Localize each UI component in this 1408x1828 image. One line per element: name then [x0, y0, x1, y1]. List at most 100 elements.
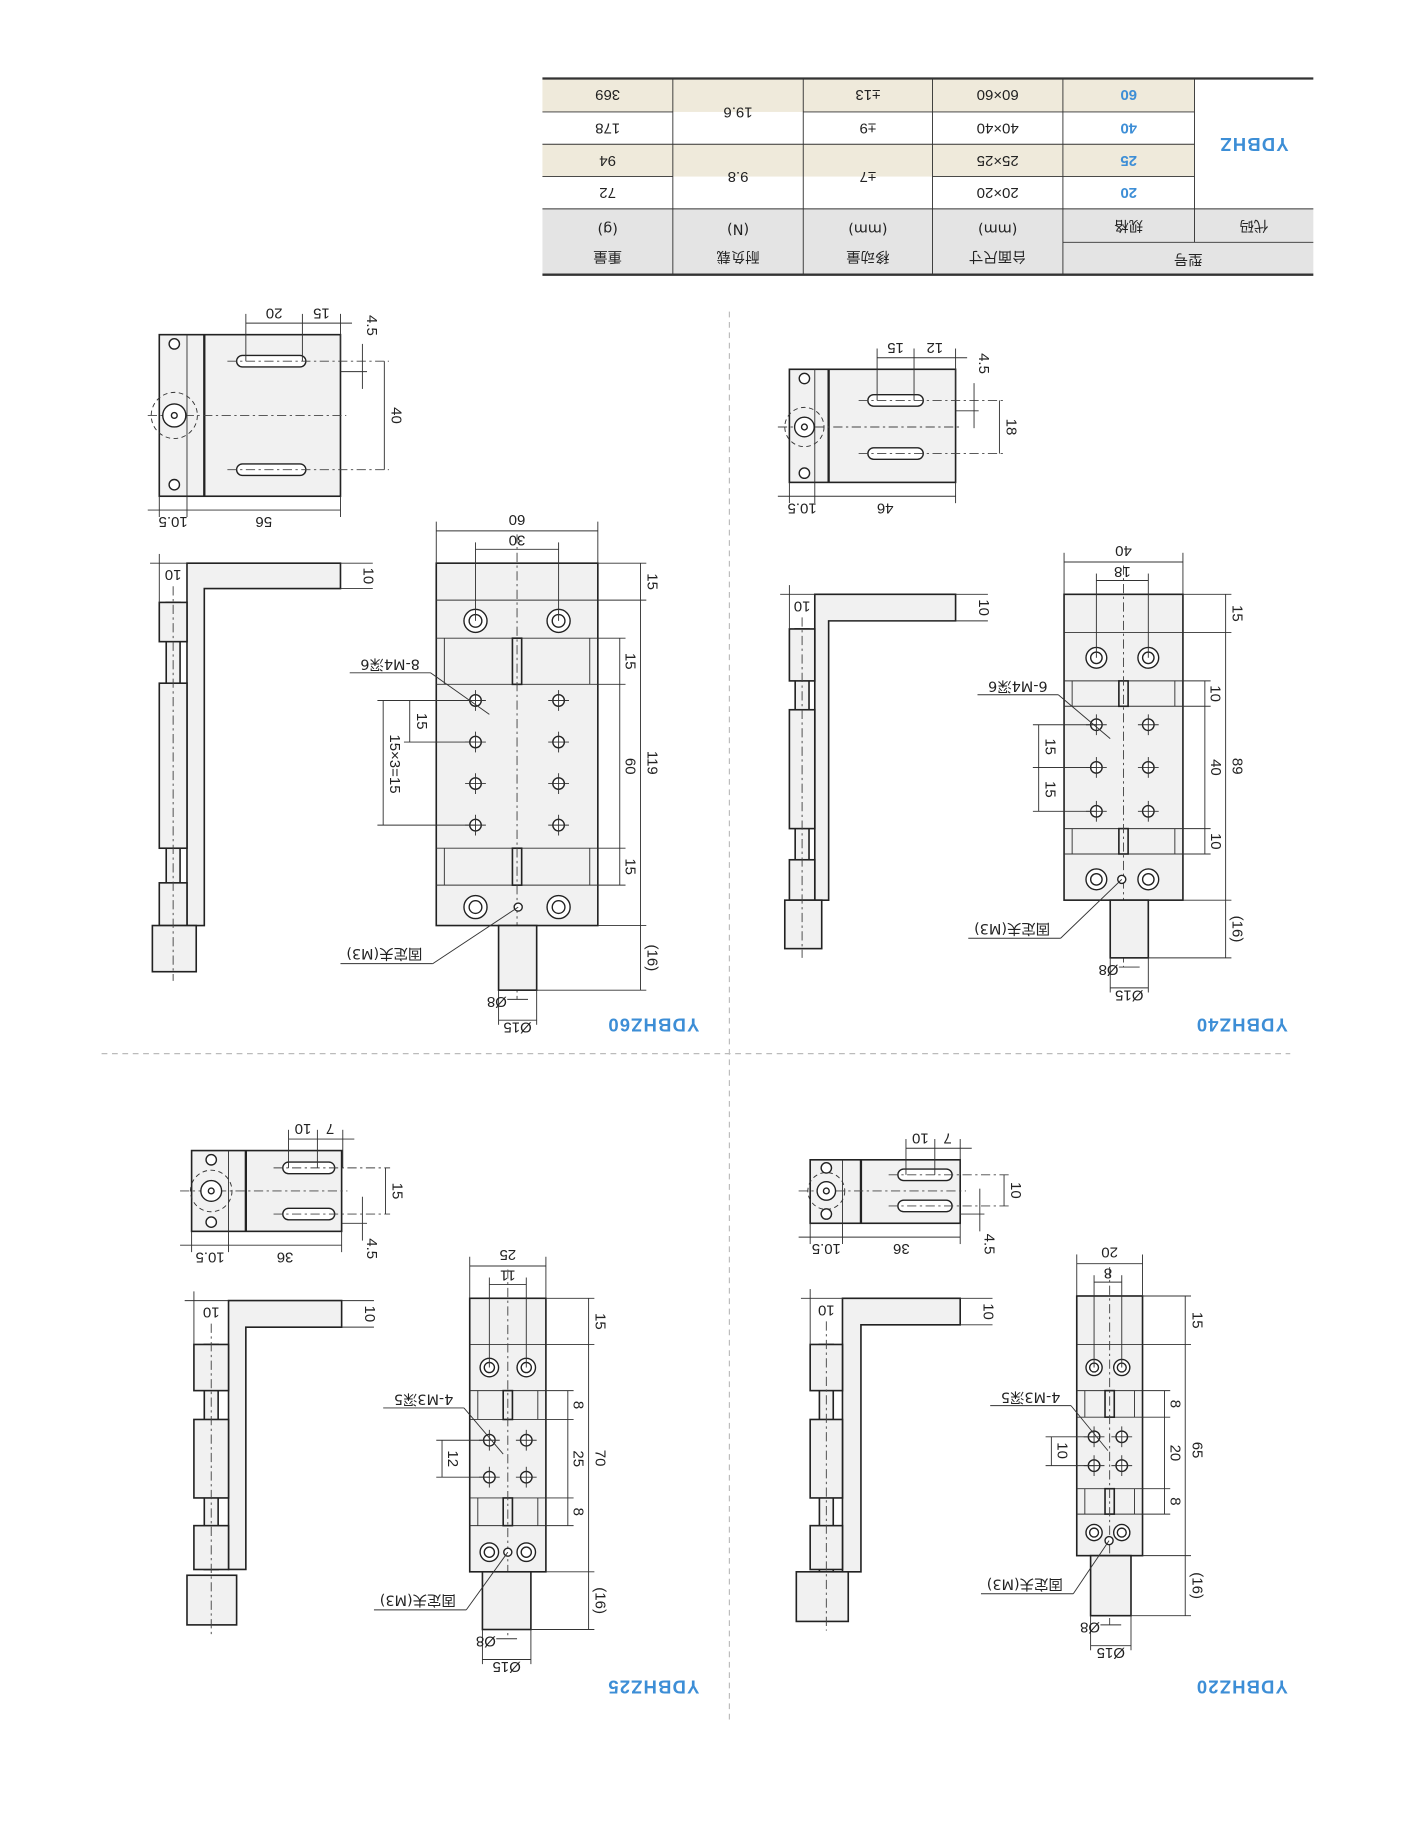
dim-label: 8: [1166, 1400, 1183, 1408]
dim-label: 56: [255, 513, 272, 530]
dim-label: 20: [1166, 1445, 1183, 1462]
dim-label: 60: [509, 511, 526, 528]
cell-size: 25×25: [977, 152, 1019, 169]
bracket-top-view: [788, 368, 957, 484]
dim-label: 12: [444, 1450, 461, 1467]
dim-label: 70: [592, 1450, 609, 1467]
dim-label: 7: [326, 1120, 334, 1137]
dim-label: Ø15: [1115, 986, 1143, 1003]
dim-label: 15: [592, 1313, 609, 1330]
cell-size: 40×40: [977, 120, 1019, 137]
model-title: YDBHZ25: [607, 1677, 699, 1698]
row-shade-25: [542, 144, 1195, 177]
dim-label: 10.5: [159, 513, 188, 530]
dim-label: 10: [203, 1304, 220, 1321]
leader-line: [1070, 1405, 1109, 1451]
knob-outline-circle: [784, 406, 825, 448]
mount-hole: [205, 1153, 218, 1166]
dim-label: 65: [1188, 1442, 1205, 1459]
leader-line: [432, 906, 519, 965]
dim-label: 15: [622, 653, 639, 670]
counterbore-inner: [1141, 872, 1155, 886]
dim-label: (16): [644, 945, 661, 972]
dim-label: 18: [1002, 419, 1019, 436]
dim-label: 15: [644, 573, 661, 590]
dim-label: 4.5: [975, 353, 992, 374]
adjust-knob: [481, 1570, 532, 1631]
cell-travel: ±9: [860, 120, 877, 137]
dim-label: 10.5: [787, 499, 816, 516]
leader-line: [1072, 1540, 1110, 1594]
side-view: 10 10: [780, 585, 992, 958]
dim-label: Ø15: [503, 1019, 531, 1036]
header-travel: 移动量: [846, 248, 889, 265]
dim-label: 10: [794, 597, 811, 614]
knob-center: [822, 1187, 830, 1195]
dim-label: 7: [943, 1129, 951, 1146]
dim-label: 10: [979, 1303, 996, 1320]
thread-note: 6-M4深6: [988, 678, 1048, 695]
stage-front-view: [1075, 1295, 1144, 1557]
dim-label: 20: [1101, 1244, 1118, 1261]
header-load: 耐负载: [716, 248, 759, 265]
dim-label: 15: [413, 713, 430, 730]
lock-screw-note: 固定夫(M3): [987, 1575, 1063, 1592]
dim-label: 25: [570, 1450, 587, 1467]
dim-label: 10: [1207, 685, 1224, 702]
dim-label: 4.5: [981, 1234, 998, 1255]
counterbore-inner: [1089, 872, 1103, 886]
leader-line: [465, 1551, 509, 1611]
dim-label: 10: [912, 1129, 929, 1146]
adjust-knob: [497, 924, 538, 991]
cell-weight: 72: [599, 184, 616, 201]
mounting-slot: [282, 1207, 336, 1221]
dim-label: 10: [818, 1301, 835, 1318]
cell-weight: 369: [595, 86, 620, 103]
l-bracket: [841, 1297, 962, 1573]
dim-label: (16): [592, 1587, 609, 1614]
dim-label: 10: [361, 1306, 378, 1323]
header-load-unit: (N): [727, 220, 749, 236]
dim-label: 30: [509, 532, 526, 549]
dim-label: 119: [644, 751, 661, 775]
dim-label: 36: [277, 1248, 294, 1265]
cell-code: YDBHZ: [1219, 134, 1288, 155]
thread-note: 4-M3深5: [394, 1391, 454, 1408]
mount-hole: [168, 338, 181, 350]
dim-label: 8: [570, 1508, 587, 1516]
dim-label: Ø8: [487, 993, 507, 1010]
adjust-knob: [151, 924, 198, 973]
l-bracket: [186, 562, 342, 927]
lock-screw-hole: [1104, 1535, 1114, 1546]
dim-label: 10.5: [195, 1248, 224, 1265]
dim-label: 18: [1114, 563, 1131, 580]
dim-label: 46: [877, 499, 894, 516]
header-travel-unit: (mm): [848, 220, 887, 236]
dim-label: 11: [500, 1267, 516, 1284]
l-bracket: [813, 593, 957, 901]
header-model: 型号: [1174, 251, 1203, 268]
dim-label: 15: [313, 304, 330, 321]
dim-label: Ø15: [1097, 1644, 1125, 1661]
dim-label: 10: [975, 599, 992, 616]
counterbore-inner: [551, 900, 566, 915]
dim-label: Ø15: [492, 1658, 520, 1675]
header-weight: 重量: [593, 248, 622, 265]
dim-label: (16): [1188, 1572, 1205, 1599]
cell-weight: 178: [595, 120, 620, 137]
adjust-knob: [1089, 1554, 1132, 1617]
header-table-size-unit: (mm): [978, 220, 1017, 236]
dim-label: 4.5: [363, 1238, 380, 1259]
dim-label: 15: [1042, 738, 1059, 755]
side-view: 10 10: [184, 1291, 378, 1635]
dim-label: 20: [266, 304, 283, 321]
dim-label: 10: [165, 566, 182, 583]
